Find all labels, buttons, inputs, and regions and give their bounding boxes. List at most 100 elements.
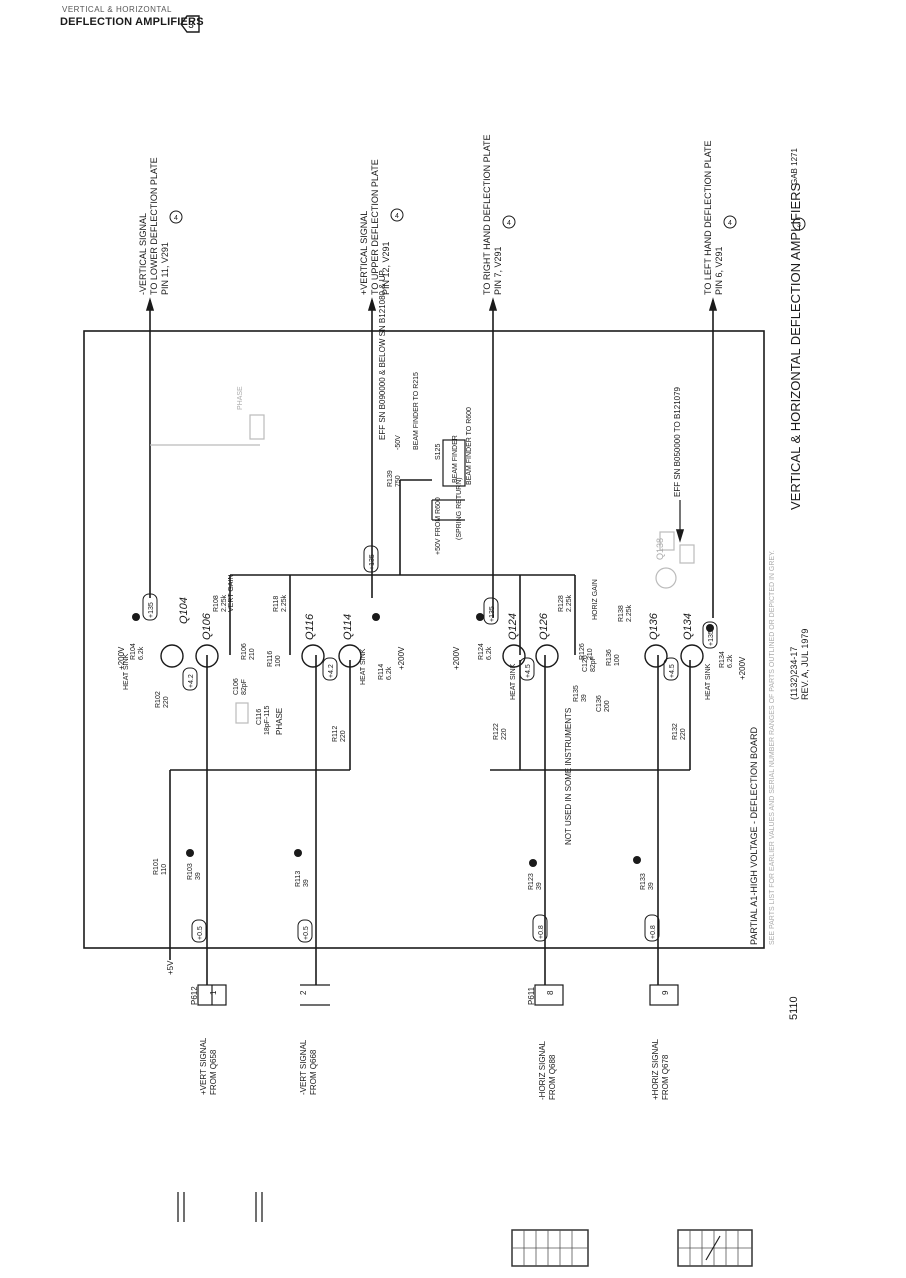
label-r103: R103	[187, 863, 194, 880]
connector-p612: P612	[190, 986, 199, 1005]
v-q116: +4.2	[328, 664, 335, 678]
v-q104: +135	[148, 602, 155, 618]
label-q104: Q104	[178, 597, 190, 624]
output-2-tab: 4	[395, 213, 399, 220]
output-4-line2: PIN 6, V291	[714, 246, 724, 295]
scan-fragment-marks	[177, 1192, 263, 1222]
label-r128: R128	[558, 595, 565, 612]
label-r132: R132	[672, 723, 679, 740]
label-minus50: -50V	[395, 435, 402, 450]
value-r108: 2.25k	[221, 594, 228, 612]
value-r135: 39	[581, 694, 588, 702]
label-s125: S125	[435, 444, 442, 460]
label-vert-gain: VERT GAIN	[228, 575, 235, 612]
part-number: (1132)234-17	[789, 647, 799, 700]
value-r128: 2.25k	[566, 594, 573, 612]
value-r138: 2.25k	[626, 604, 633, 622]
supply-plus200-4: +200V	[738, 656, 747, 680]
output-3-line1: TO RIGHT HAND DEFLECTION PLATE	[482, 134, 492, 295]
output-2-line3: PIN 12, V291	[381, 241, 391, 295]
label-r122: R122	[493, 723, 500, 740]
label-r134: R134	[719, 651, 726, 668]
label-eff-2: EFF SN B090000 & BELOW SN B121080 & UP	[378, 270, 387, 440]
label-q134: Q134	[682, 613, 694, 640]
input-1-line1: +VERT SIGNAL	[199, 1037, 208, 1095]
grey-note: SEE PARTS LIST FOR EARLIER VALUES AND SE…	[769, 550, 776, 945]
label-phase-grey: PHASE	[237, 386, 244, 410]
v-q134: +135	[708, 630, 715, 646]
label-r101: R101	[153, 858, 160, 875]
diagram-title: VERTICAL & HORIZONTAL DEFLECTION AMPLIFI…	[788, 182, 803, 510]
transistor-q106	[195, 644, 219, 668]
transistor-q114	[338, 644, 362, 668]
v-q126: +4.5	[525, 664, 532, 678]
page-header: VERTICAL & HORIZONTAL DEFLECTION AMPLIFI…	[58, 5, 218, 35]
header-tab-number: 3	[188, 20, 194, 31]
input-2-line2: FROM Q668	[309, 1049, 318, 1095]
input-1-line2: FROM Q658	[209, 1049, 218, 1095]
label-r118: R118	[273, 596, 280, 612]
connector-p611: P611	[527, 986, 536, 1005]
value-r123: 39	[536, 882, 543, 890]
pin-1: 1	[209, 990, 218, 995]
value-r122: 220	[501, 728, 508, 740]
transistor-q136	[644, 644, 668, 668]
value-r102: 220	[163, 696, 170, 708]
output-4-tab-icon	[723, 215, 737, 229]
output-1-tab: 4	[174, 215, 178, 222]
graticule-icon-2	[677, 1229, 753, 1267]
supply-plus5: +5V	[166, 960, 175, 975]
label-phase: PHASE	[275, 708, 284, 735]
label-c136: C136	[596, 695, 603, 712]
output-1-line2: TO LOWER DEFLECTION PLATE	[149, 157, 159, 295]
output-2-line1: +VERTICAL SIGNAL	[359, 211, 369, 295]
label-q106: Q106	[201, 612, 213, 640]
value-r101: 110	[161, 864, 168, 875]
value-r104: 6.2k	[138, 646, 145, 660]
value-c136: 200	[604, 700, 611, 712]
output-4-tab: 4	[728, 220, 732, 227]
drawing-code: GAB 1271	[790, 148, 799, 185]
transistor-q104	[160, 644, 184, 668]
doc-number: 5110	[788, 996, 800, 1020]
value-r118: 2.25k	[281, 594, 288, 612]
input-3-line1: -HORIZ SIGNAL	[538, 1040, 547, 1100]
header-line2: DEFLECTION AMPLIFIERS	[60, 16, 204, 28]
label-r114: R114	[378, 664, 385, 680]
title-tab: 3	[797, 222, 801, 229]
label-q126: Q126	[538, 612, 550, 640]
value-r133: 39	[648, 882, 655, 890]
value-r124: 6.2k	[486, 646, 493, 660]
supply-plus200-3: +200V	[397, 646, 406, 670]
label-q116: Q116	[304, 613, 316, 640]
supply-plus200-2: +200V	[452, 646, 461, 670]
value-r112: 220	[340, 730, 347, 742]
board-outline	[83, 330, 765, 949]
value-r113: 39	[303, 879, 310, 887]
pin-9: 9	[661, 990, 670, 995]
v-q106: +4.2	[188, 674, 195, 688]
v-in2: +0.5	[303, 926, 310, 940]
v-q124: +135	[489, 606, 496, 622]
graticule-icon-1	[511, 1229, 589, 1267]
header-tab-icon: 3	[180, 15, 200, 33]
revision: REV. A, JUL 1979	[800, 629, 810, 700]
output-3-line2: PIN 7, V291	[493, 246, 503, 295]
label-heat-sink-2: HEAT SINK	[360, 648, 367, 685]
label-r116: R116	[267, 651, 274, 667]
label-heat-sink-3: HEAT SINK	[510, 663, 517, 700]
v-node: +135	[369, 554, 376, 570]
transistor-q134	[680, 644, 704, 668]
output-4-line1: TO LEFT HAND DEFLECTION PLATE	[703, 140, 713, 295]
pin-8: 8	[546, 990, 555, 995]
label-r104: R104	[130, 643, 137, 660]
value-c106: 82pF	[241, 679, 248, 695]
label-r124: R124	[478, 643, 485, 660]
input-4-line1: +HORIZ SIGNAL	[651, 1038, 660, 1100]
label-q114: Q114	[342, 614, 354, 640]
label-r139: R139	[387, 470, 394, 487]
input-4-line2: FROM Q678	[661, 1054, 670, 1100]
label-c116: C116	[256, 709, 263, 725]
label-eff-1: EFF SN B050000 TO B121079	[673, 386, 682, 497]
label-spring-return: (SPRING RETURN)	[456, 477, 463, 540]
